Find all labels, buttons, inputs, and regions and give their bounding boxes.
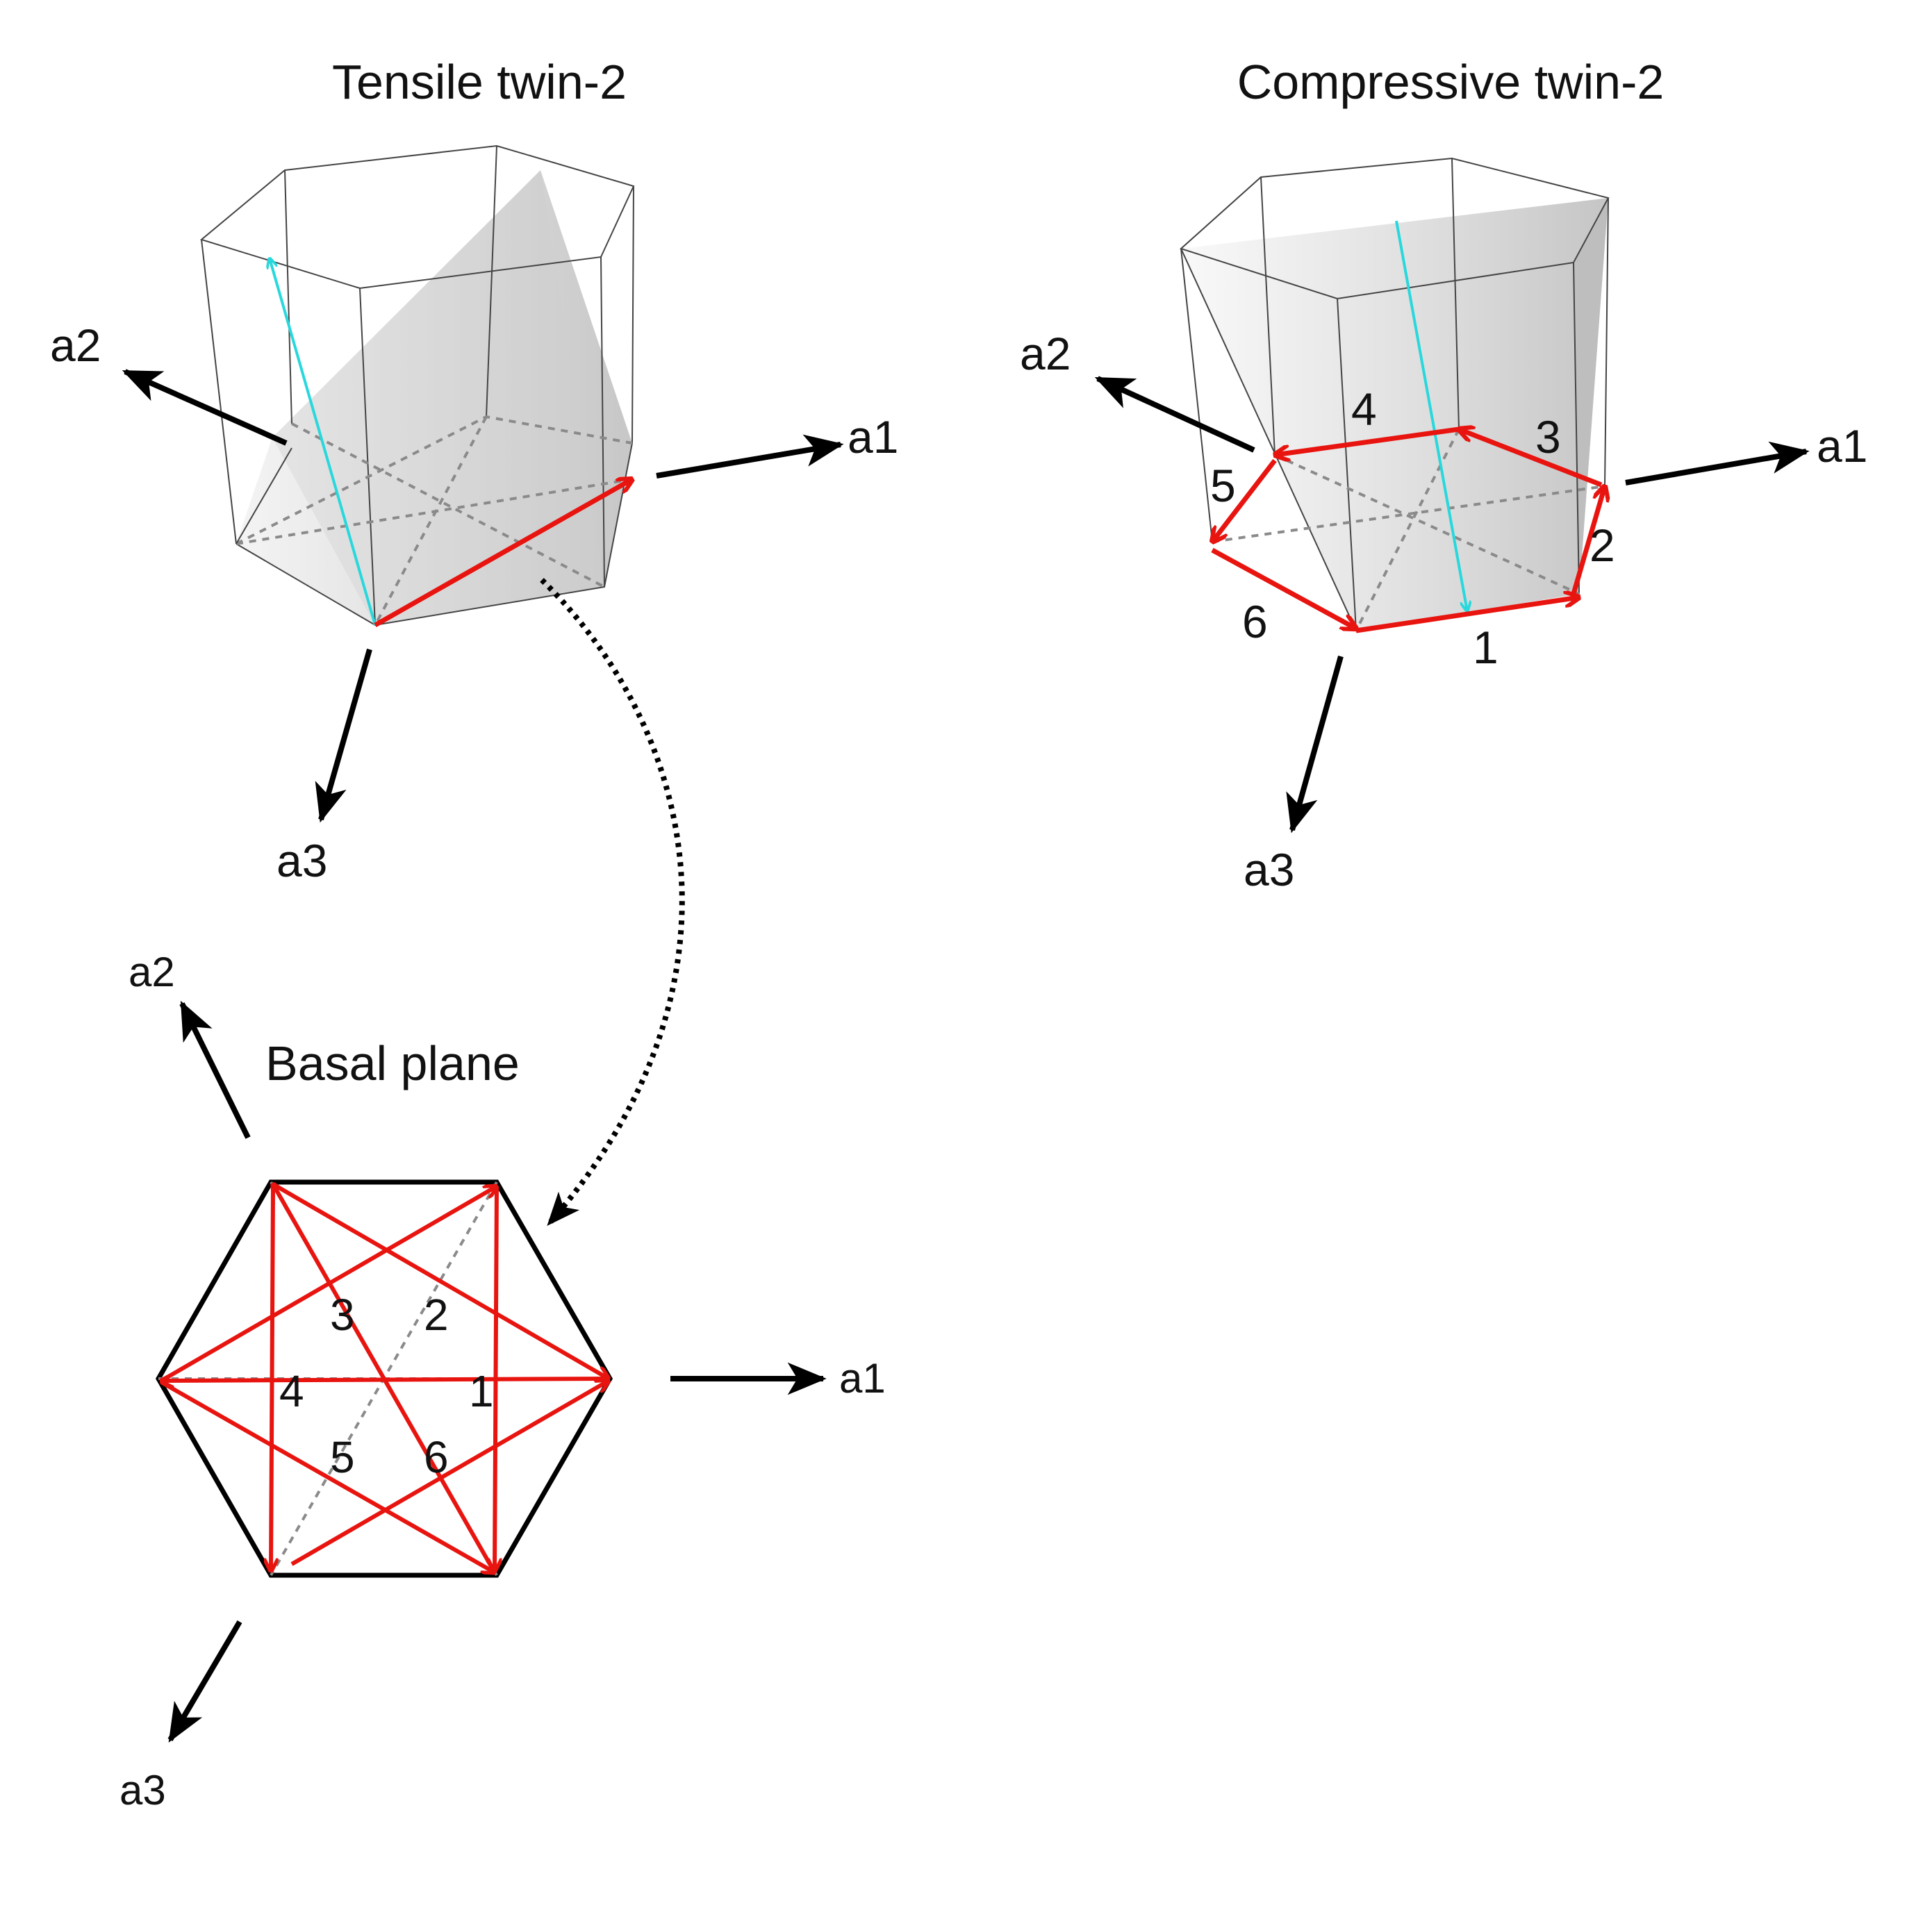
projection-dotted-arrow <box>540 578 685 1227</box>
compressive-axes: a2 a1 a3 <box>1020 328 1867 895</box>
compressive-plane-edge <box>1180 248 1357 631</box>
basal-vector-c <box>272 1182 609 1379</box>
tensile-hexagonal-prism <box>199 144 634 628</box>
compressive-hexagonal-prism: 1 2 3 4 5 6 <box>1180 157 1615 673</box>
compressive-vector-4 <box>1275 426 1460 455</box>
tensile-twin-panel: Tensile twin-2 a2 a1 a3 <box>50 55 898 886</box>
tensile-shear-direction <box>270 258 377 626</box>
tensile-a3-label: a3 <box>276 835 327 886</box>
compressive-vector-2 <box>1571 486 1605 595</box>
basal-number-2: 2 <box>424 1290 449 1340</box>
basal-axes: a2 a1 a3 <box>119 949 886 1813</box>
basal-a2-label: a2 <box>129 949 175 995</box>
basal-vector-e <box>271 1187 273 1571</box>
compressive-edge-number-1: 1 <box>1473 622 1498 673</box>
basal-number-5: 5 <box>330 1432 355 1482</box>
basal-plane-title: Basal plane <box>265 1036 520 1090</box>
tensile-back-edge <box>236 447 292 545</box>
compressive-vector-6 <box>1211 547 1356 629</box>
compressive-shear-direction <box>1395 220 1467 611</box>
basal-a2-arrow <box>179 1000 251 1139</box>
tensile-a3-arrow <box>315 648 372 823</box>
tensile-a2-arrow <box>122 369 288 446</box>
compressive-a3-arrow <box>1286 655 1344 833</box>
basal-twin-vectors <box>161 1184 609 1572</box>
basal-vector-f <box>290 1381 609 1566</box>
compressive-edge-number-6: 6 <box>1242 596 1268 647</box>
compressive-edge-number-4: 4 <box>1351 383 1377 435</box>
tensile-axes: a2 a1 a3 <box>50 319 898 886</box>
tensile-a1-label: a1 <box>848 411 898 463</box>
tensile-a2-label: a2 <box>50 319 101 371</box>
tensile-twin-plane-shade <box>272 170 604 625</box>
compressive-edge-number-5: 5 <box>1210 460 1236 511</box>
compressive-a2-label: a2 <box>1020 328 1071 379</box>
compressive-vector-5 <box>1212 458 1277 542</box>
tensile-bottom-front-edges <box>236 442 633 626</box>
compressive-a1-label: a1 <box>1817 420 1867 472</box>
tensile-panel-title: Tensile twin-2 <box>332 55 627 109</box>
tensile-twin-plane <box>236 170 632 625</box>
compressive-a2-arrow <box>1094 376 1255 453</box>
basal-a1-label: a1 <box>839 1355 886 1402</box>
basal-a3-arrow <box>167 1620 242 1743</box>
compressive-twin-plane-shade <box>1574 198 1608 594</box>
compressive-twin-panel: Compressive twin-2 1 2 3 4 5 6 <box>1020 55 1867 895</box>
compressive-edge-number-2: 2 <box>1590 520 1615 571</box>
tensile-twin-vector <box>374 479 632 628</box>
compressive-a1-arrow <box>1625 441 1810 485</box>
basal-vector-g <box>160 1380 495 1572</box>
basal-a3-label: a3 <box>119 1767 166 1813</box>
compressive-basal-vectors <box>1211 426 1605 633</box>
basal-vector-h <box>273 1184 497 1574</box>
tensile-vertical-edges <box>201 145 634 626</box>
compressive-edge-number-3: 3 <box>1535 411 1561 463</box>
compressive-vertical-edges <box>1180 158 1609 631</box>
compressive-basal-dashes <box>1212 429 1605 631</box>
compressive-vector-1 <box>1355 597 1579 633</box>
compressive-a3-label: a3 <box>1244 844 1294 895</box>
basal-hexagon: 1 2 3 4 5 6 <box>155 1182 610 1578</box>
compressive-vector-3 <box>1459 429 1603 488</box>
basal-number-1: 1 <box>469 1366 494 1416</box>
tensile-basal-dashes <box>236 415 633 626</box>
tensile-a1-arrow <box>656 434 844 479</box>
compressive-twin-plane <box>1181 198 1608 631</box>
basal-number-3: 3 <box>330 1290 355 1340</box>
basal-plane-panel: Basal plane 1 2 3 4 5 6 <box>119 949 886 1813</box>
compressive-panel-title: Compressive twin-2 <box>1237 55 1665 109</box>
basal-number-6: 6 <box>424 1432 449 1482</box>
basal-number-4: 4 <box>279 1366 304 1416</box>
